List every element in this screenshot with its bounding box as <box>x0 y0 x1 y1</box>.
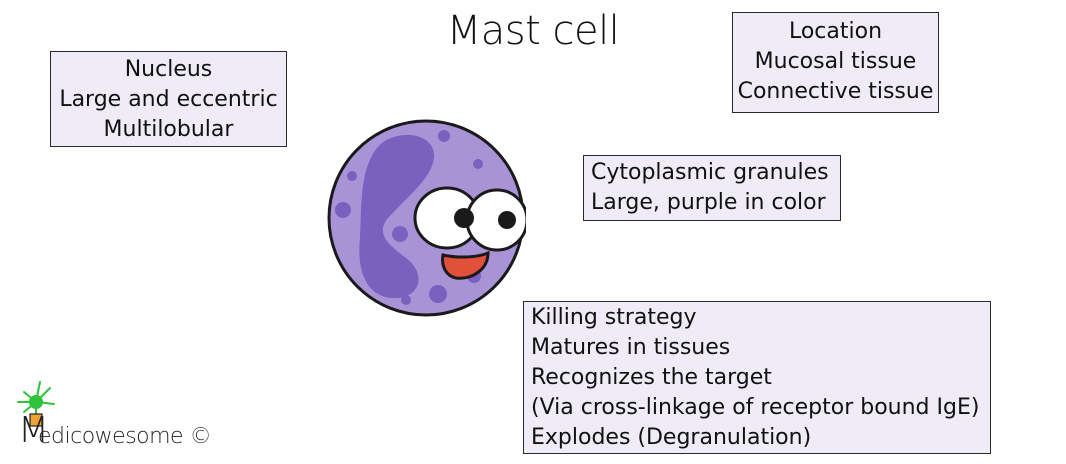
nucleus-box: Nucleus Large and eccentric Multilobular <box>50 51 287 147</box>
cytoplasmic-granules-box: Cytoplasmic granules Large, purple in co… <box>583 155 841 221</box>
right-pupil <box>498 211 516 229</box>
granule <box>429 285 447 303</box>
granule <box>335 202 351 218</box>
killing-strategy-line: Matures in tissues <box>531 335 731 360</box>
cytoplasmic-granules-heading: Cytoplasmic granules <box>591 160 829 185</box>
granule <box>438 130 450 142</box>
killing-strategy-line: Recognizes the target <box>531 365 772 390</box>
nucleus-heading: Nucleus <box>124 57 213 82</box>
killing-strategy-box: Killing strategy Matures in tissues Reco… <box>523 301 991 454</box>
location-line: Mucosal tissue <box>754 49 917 74</box>
mouth <box>441 250 490 280</box>
location-heading: Location <box>788 19 883 44</box>
logo-initial: M <box>18 410 50 451</box>
killing-strategy-line: (Via cross-linkage of receptor bound IgE… <box>531 395 980 420</box>
cytoplasmic-granules-line: Large, purple in color <box>591 190 826 215</box>
killing-strategy-heading: Killing strategy <box>531 305 697 330</box>
granule <box>392 226 408 242</box>
nucleus-line: Multilobular <box>103 117 234 142</box>
cell-nucleus <box>359 134 435 299</box>
logo-wordmark: edicowesome © <box>38 424 212 449</box>
left-pupil <box>454 208 474 228</box>
killing-strategy-line: Explodes (Degranulation) <box>531 425 812 450</box>
location-line: Connective tissue <box>737 79 934 104</box>
pencil-icon <box>29 413 43 427</box>
neuron-body-icon <box>29 395 43 409</box>
right-eye <box>465 188 526 252</box>
location-box: Location Mucosal tissue Connective tissu… <box>732 12 939 113</box>
page-title: Mast cell <box>446 8 620 54</box>
mast-cell-illustration <box>327 119 526 317</box>
nucleus-line: Large and eccentric <box>59 87 278 112</box>
granule <box>401 295 411 305</box>
granule <box>347 171 357 181</box>
medicowesome-logo <box>17 381 55 427</box>
granule <box>473 159 483 169</box>
